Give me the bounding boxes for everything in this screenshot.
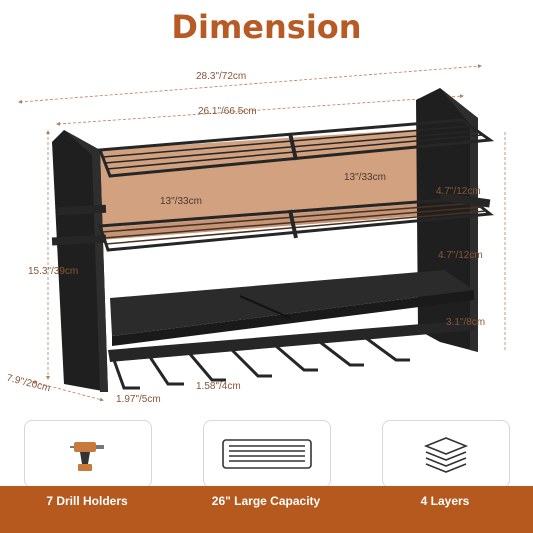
feature-card-capacity (203, 420, 331, 488)
feature-card-layers (382, 420, 510, 488)
drill-holder-slots (112, 336, 410, 390)
drill-icon (70, 442, 104, 471)
feature-footer-bar (0, 486, 533, 533)
total-width-line (18, 64, 482, 104)
top-shelf (97, 118, 495, 178)
right-half-label: 13"/33cm (344, 172, 386, 183)
feature-label-drill: 7 Drill Holders (46, 494, 128, 508)
height-label: 15.3"/39cm (28, 266, 79, 277)
slot-spacing-label: 1.97"/5cm (116, 394, 161, 405)
bottom-shelf (110, 270, 474, 336)
page-title: Dimension (171, 8, 362, 46)
shelf-width-line (56, 94, 464, 126)
left-half-label: 13"/33cm (160, 196, 202, 207)
slot-width-label: 1.58"/4cm (196, 381, 241, 392)
shelf-width-label: 26.1"/66.5cm (198, 106, 257, 117)
gap-middle-label: 4.7"/12cm (438, 250, 483, 261)
feature-label-layers: 4 Layers (420, 494, 470, 508)
depth-line (32, 380, 104, 402)
shelf-icon (222, 439, 312, 469)
tool-rack-illustration (18, 64, 506, 402)
feature-label-capacity: 26" Large Capacity (211, 494, 321, 508)
feature-card-drill (24, 420, 152, 488)
total-width-label: 28.3"/72cm (196, 71, 247, 82)
layers-icon (423, 437, 469, 473)
gap-top-label: 4.7"/12cm (436, 186, 481, 197)
drill-holder-rail (108, 320, 476, 362)
gap-bottom-label: 3.1"/8cm (446, 317, 486, 328)
